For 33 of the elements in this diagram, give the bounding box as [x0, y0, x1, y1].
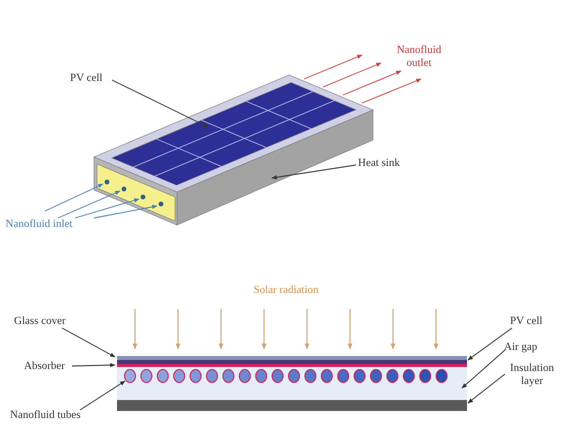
- flow-arrow: [58, 190, 120, 218]
- glass-cover-layer: [117, 356, 467, 360]
- flow-arrow: [74, 198, 140, 218]
- part-label: Heat sink: [358, 157, 418, 170]
- part-label: Nanofluid tubes: [10, 409, 94, 422]
- leader-line: [468, 374, 506, 404]
- leader-line: [468, 328, 512, 360]
- insulation-layer: [117, 400, 467, 411]
- part-label: Nanofluid outlet: [384, 44, 454, 70]
- pv-panel: [110, 82, 357, 186]
- leader-line: [72, 362, 116, 368]
- pv-cell-layer: [117, 360, 467, 364]
- part-label: Glass cover: [14, 315, 76, 328]
- part-label: Absorber: [24, 360, 74, 373]
- leader-line: [271, 164, 356, 180]
- part-label: Air gap: [504, 341, 549, 354]
- inlet-face: [96, 164, 176, 222]
- leader-line: [462, 350, 506, 388]
- flow-arrow: [44, 184, 104, 212]
- leader-line: [62, 328, 116, 358]
- flow-arrow: [94, 204, 158, 218]
- part-label: Nanofluid inlet: [3, 218, 75, 231]
- leader-line: [112, 80, 208, 128]
- flow-arrow: [322, 62, 382, 88]
- caption-label: Solar radiation: [252, 284, 320, 297]
- part-label: PV cell: [510, 315, 555, 328]
- absorber-plate: [117, 364, 467, 367]
- flow-arrow: [362, 78, 422, 104]
- leader-line: [80, 380, 126, 410]
- flow-arrow: [304, 54, 362, 80]
- flow-arrow: [342, 70, 402, 96]
- part-label: PV cell: [70, 72, 115, 85]
- part-label: Insulation layer: [504, 362, 560, 388]
